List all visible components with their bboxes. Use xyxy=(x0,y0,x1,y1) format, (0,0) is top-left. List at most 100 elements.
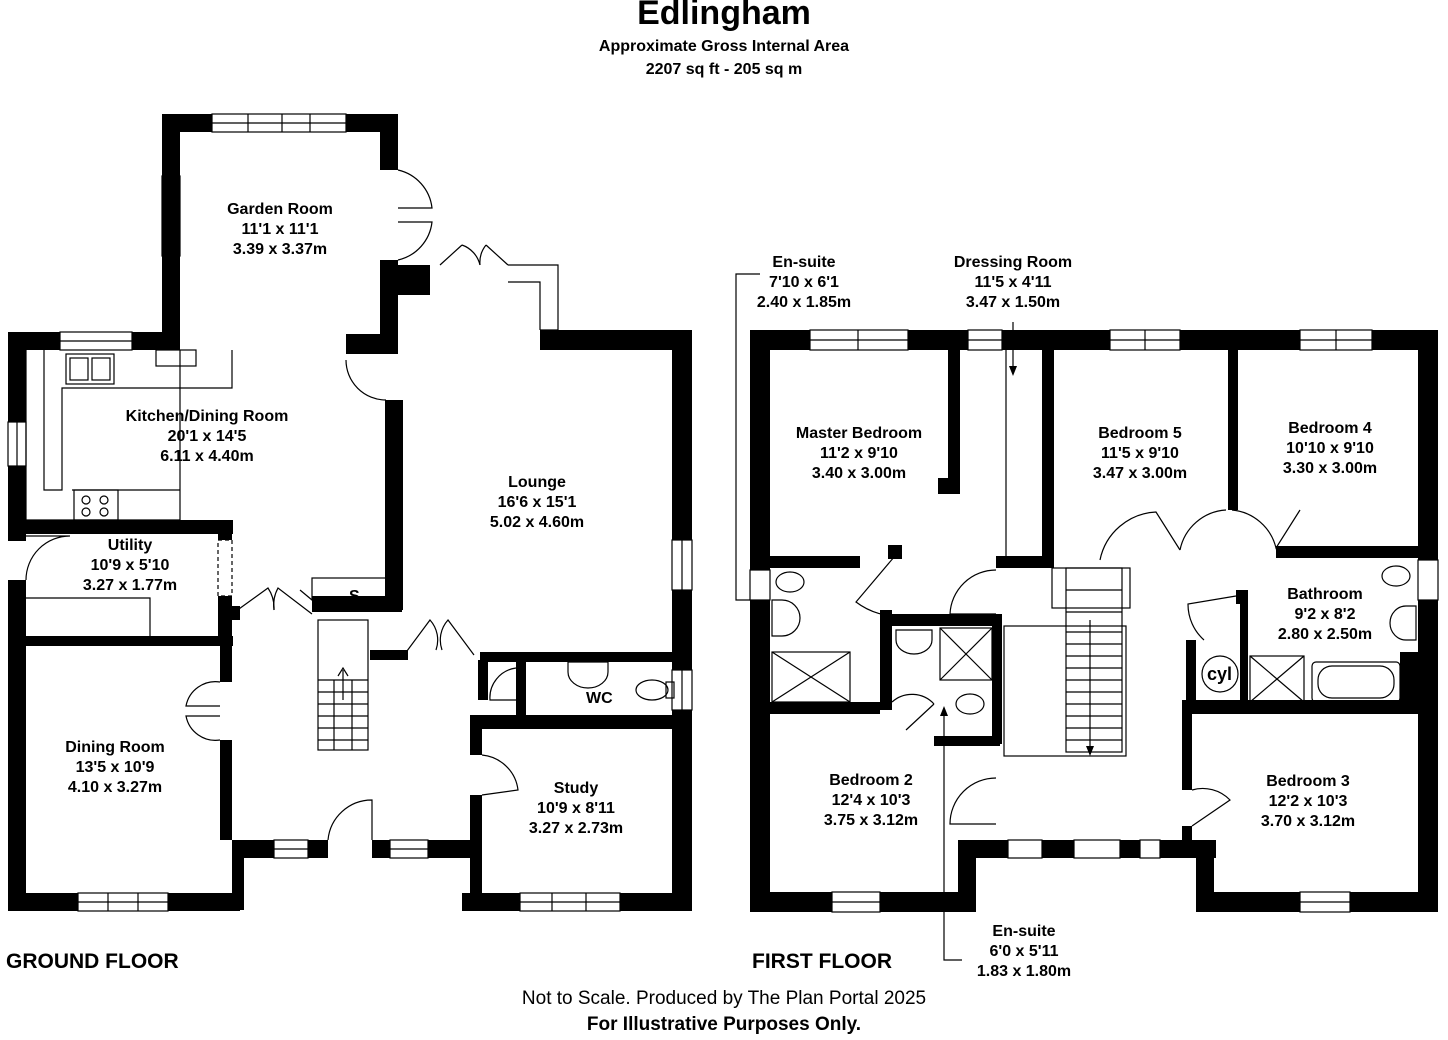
wall xyxy=(750,330,770,570)
wall xyxy=(908,330,968,350)
room-metric: 4.10 x 3.27m xyxy=(67,779,163,796)
room-name: Bedroom 5 xyxy=(1098,425,1182,442)
room-imperial: 20'1 x 14'5 xyxy=(167,428,247,445)
cylinder xyxy=(1201,655,1239,693)
stair-treads xyxy=(318,666,368,750)
leader-line xyxy=(943,710,962,961)
toilet xyxy=(775,571,805,593)
room-metric: 3.27 x 2.73m xyxy=(528,820,624,837)
room-utility: Utility 10'9 x 5'10 3.27 x 1.77m xyxy=(83,536,177,596)
room-bedroom-2: Bedroom 2 12'4 x 10'3 3.75 x 3.12m xyxy=(824,771,918,831)
door-swing xyxy=(489,667,517,701)
room-name: Bedroom 3 xyxy=(1266,773,1350,790)
wall xyxy=(380,260,398,340)
wall xyxy=(346,114,398,132)
room-imperial: 6'0 x 5'11 xyxy=(989,943,1059,960)
wall xyxy=(370,650,408,660)
wall xyxy=(1186,640,1196,700)
room-study: Study 10'9 x 8'11 3.27 x 2.73m xyxy=(529,779,623,839)
wall xyxy=(8,893,78,911)
bath xyxy=(1311,661,1401,703)
window xyxy=(217,539,233,597)
wall xyxy=(428,840,480,858)
wall xyxy=(1182,826,1192,846)
wall xyxy=(232,840,244,910)
window xyxy=(749,569,771,601)
wall xyxy=(480,652,692,662)
cylinder-label: cyl xyxy=(1207,664,1233,684)
room-name: Bedroom 4 xyxy=(1288,420,1372,437)
door-swing xyxy=(327,799,373,841)
room-bedroom-3: Bedroom 3 12'2 x 10'3 3.70 x 3.12m xyxy=(1261,772,1355,832)
door-swing xyxy=(479,244,509,266)
room-name: En-suite xyxy=(772,254,836,271)
wall xyxy=(380,132,398,170)
wall xyxy=(1180,330,1300,350)
room-name: En-suite xyxy=(992,923,1056,940)
door-swing xyxy=(1179,509,1227,551)
first-floor-label: FIRST FLOOR xyxy=(752,950,892,973)
wall xyxy=(220,646,232,682)
basin xyxy=(771,599,801,637)
footer-disclaimer: Not to Scale. Produced by The Plan Porta… xyxy=(521,988,927,1009)
wall xyxy=(1042,350,1054,560)
wall xyxy=(470,715,482,755)
room-metric: 3.40 x 3.00m xyxy=(811,465,907,482)
room-metric: 3.39 x 3.37m xyxy=(232,241,328,258)
door-swing xyxy=(1191,787,1231,827)
room-name: Kitchen/Dining Room xyxy=(125,408,289,425)
wall xyxy=(398,265,430,295)
room-metric: 2.40 x 1.85m xyxy=(756,294,852,311)
wall xyxy=(1186,700,1418,714)
leader-line xyxy=(735,273,760,601)
wall xyxy=(770,556,860,568)
door-swing xyxy=(439,244,481,266)
wall xyxy=(1182,700,1192,790)
wall xyxy=(750,892,832,912)
wall xyxy=(372,840,390,858)
basin xyxy=(895,629,933,655)
door-swing xyxy=(185,715,221,741)
basin xyxy=(1389,605,1417,641)
wall xyxy=(132,332,180,350)
window xyxy=(1139,839,1161,859)
bay-window xyxy=(508,264,559,331)
room-imperial: 7'10 x 6'1 xyxy=(769,274,839,291)
door-swing xyxy=(397,221,433,261)
door-swing xyxy=(403,619,439,656)
wall xyxy=(1400,652,1420,712)
wc-label: WC xyxy=(586,690,613,707)
wall xyxy=(938,478,960,494)
room-metric: 3.70 x 3.12m xyxy=(1260,813,1356,830)
wall xyxy=(992,614,1002,744)
toilet xyxy=(635,679,669,701)
wall xyxy=(232,606,240,620)
wall xyxy=(346,334,398,354)
store-label: S xyxy=(349,588,360,605)
wall xyxy=(1002,330,1110,350)
door-swing xyxy=(855,549,905,617)
room-metric: 2.80 x 2.50m xyxy=(1277,626,1373,643)
wall xyxy=(8,520,233,534)
room-name: Dining Room xyxy=(65,739,165,756)
wall xyxy=(1228,350,1238,510)
room-imperial: 13'5 x 10'9 xyxy=(75,759,155,776)
window xyxy=(1007,839,1043,859)
room-imperial: 16'6 x 15'1 xyxy=(497,494,577,511)
room-metric: 3.47 x 3.00m xyxy=(1092,465,1188,482)
wall xyxy=(672,330,692,540)
area-value: 2207 sq ft - 205 sq m xyxy=(645,61,803,78)
wall xyxy=(220,740,232,840)
wall xyxy=(750,600,770,912)
room-name: Master Bedroom xyxy=(795,425,923,442)
wall xyxy=(8,636,233,646)
room-metric: 6.11 x 4.40m xyxy=(160,448,254,465)
wall xyxy=(1042,840,1074,858)
stairs xyxy=(317,619,369,751)
basin xyxy=(567,661,609,689)
room-metric: 5.02 x 4.60m xyxy=(489,514,585,531)
room-bedroom-4: Bedroom 4 10'10 x 9'10 3.30 x 3.00m xyxy=(1283,419,1377,479)
room-master-bedroom: Master Bedroom 11'2 x 9'10 3.40 x 3.00m xyxy=(796,424,922,484)
room-imperial: 9'2 x 8'2 xyxy=(1294,606,1356,623)
room-garden-room: Garden Room 11'1 x 11'1 3.39 x 3.37m xyxy=(227,200,333,260)
